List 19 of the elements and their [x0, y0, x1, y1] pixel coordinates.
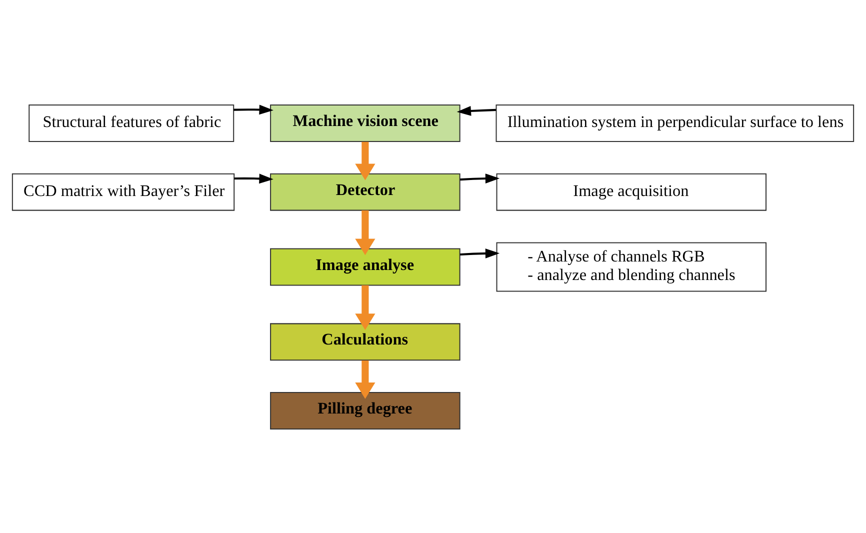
arrow	[355, 360, 376, 398]
arrow	[355, 141, 376, 180]
node-box: Machine vision scene	[270, 104, 460, 142]
arrow	[234, 104, 274, 114]
arrow	[355, 210, 376, 255]
arrow	[456, 106, 496, 116]
node-box: Image acquisition	[496, 172, 767, 210]
node-box: Detector	[270, 172, 460, 210]
arrow	[460, 248, 500, 258]
arrow	[355, 284, 376, 330]
node-box: Pilling degree	[270, 392, 460, 429]
node-box: Illumination system in perpendicular surface to lens	[496, 104, 854, 142]
node-box: Image analyse	[270, 248, 460, 286]
node-box: Calculations	[270, 322, 460, 360]
arrow	[460, 173, 500, 184]
arrow	[234, 173, 274, 184]
node-box: Structural features of fabric	[28, 104, 234, 142]
node-box: - Analyse of channels RGB - analyze and blending channels	[496, 242, 767, 292]
node-box: CCD matrix with Bayer’s Filer	[12, 172, 235, 210]
